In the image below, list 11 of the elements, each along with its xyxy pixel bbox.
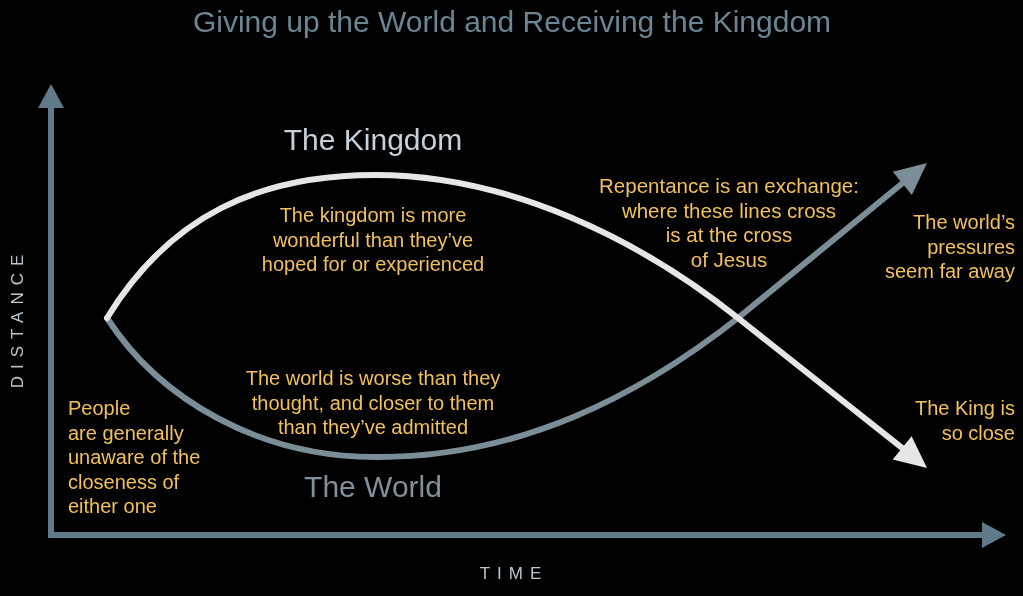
annotation-text: The kingdom is more wonderful than they’ve hoped for or experienced [261,203,485,277]
annotation-text: People are generally unaware of the closeness of either one [68,396,201,519]
annotation-text: The world’s pressures seem far away [884,210,1015,284]
annotation-text: Repentance is an exchange: where these lines cross is at the cross of Jesus [599,174,859,272]
curve-label: The Kingdom [283,123,463,158]
annotation-text: The King is so close [914,396,1015,445]
diagram-title: Giving up the World and Receiving the Kingdom [192,5,832,40]
axis-label: DISTANCE [8,247,28,389]
curve-label: The World [304,470,442,505]
annotation-text: The world is worse than they thought, and closer to them than they’ve admitted [245,366,501,440]
axis-label: TIME [479,564,549,584]
